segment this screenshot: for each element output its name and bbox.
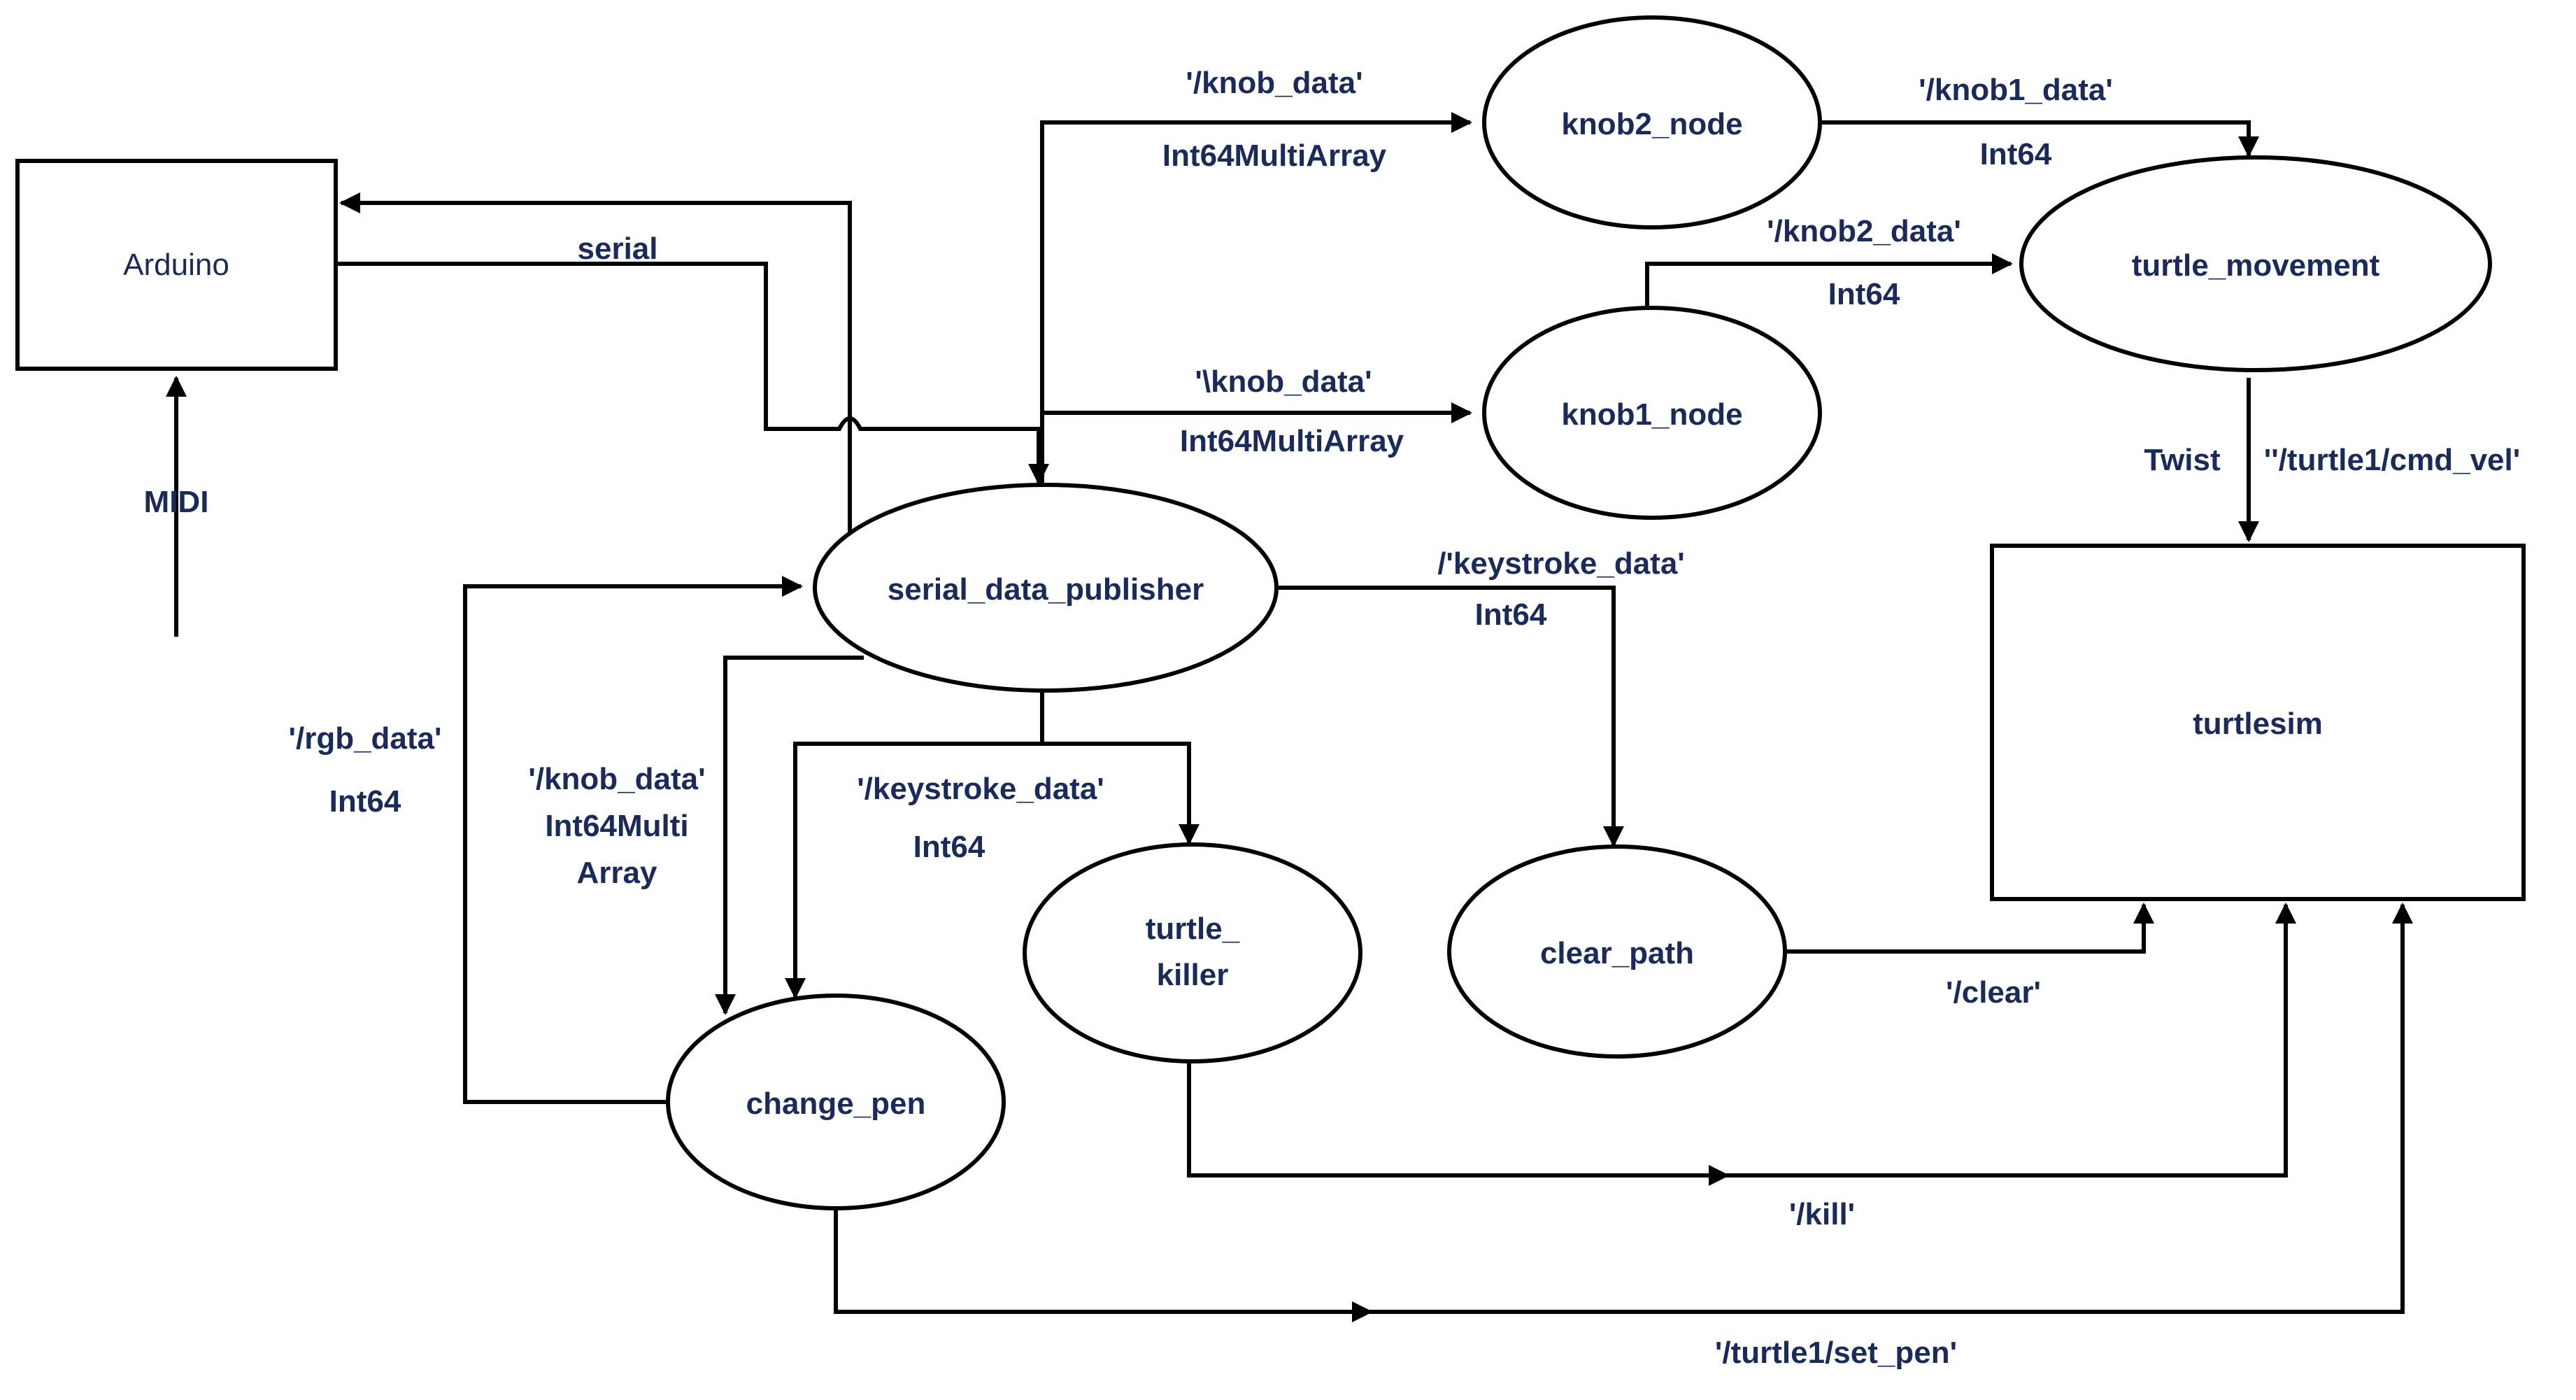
knob-data-mid-type-label: Int64MultiArray (1180, 424, 1404, 458)
edge-change-pen-to-turtlesim (834, 903, 2413, 1314)
knob-changepen-topic-label: '/knob_data' (528, 762, 705, 796)
edge-publisher-to-change-pen-keystroke (785, 693, 1044, 999)
keystroke-clear-type-label: Int64 (1475, 598, 1547, 632)
clear-topic-label: '/clear' (1946, 975, 2041, 1010)
turtle-killer-node (1023, 842, 1362, 1063)
knob2-node-label: knob2_node (1561, 107, 1742, 141)
serial-label: serial (578, 232, 658, 266)
twist-type-label: Twist (2144, 443, 2221, 477)
turtlesim-label: turtlesim (2193, 707, 2323, 741)
turtle-movement-label: turtle_movement (2132, 248, 2380, 283)
knob-data-mid-topic-label: '\knob_data' (1195, 365, 1372, 399)
turtle-killer-label-line1: turtle_ (1146, 912, 1240, 946)
knob2-data-topic-label: '/knob2_data' (1767, 214, 1961, 248)
edge-change-pen-to-publisher (463, 576, 803, 1104)
edge-publisher-to-turtle-killer (1042, 742, 1200, 845)
keystroke-killer-topic-label: '/keystroke_data' (857, 772, 1104, 806)
set-pen-topic-label: '/turtle1/set_pen' (1715, 1336, 1957, 1370)
turtlesim-box (1990, 544, 2526, 901)
change-pen-label: change_pen (746, 1087, 926, 1121)
edge-turtle-killer-to-turtlesim (1187, 903, 2296, 1178)
knob-changepen-type2-label: Array (577, 856, 657, 890)
knob1-node-label: knob1_node (1561, 397, 1742, 432)
knob1-data-type-label: Int64 (1980, 137, 2052, 171)
arduino-label: Arduino (123, 248, 229, 282)
rgb-topic-label: '/rgb_data' (289, 721, 442, 756)
serial-data-publisher-label: serial_data_publisher (888, 572, 1204, 607)
arduino-box (15, 159, 338, 371)
cmd-vel-topic-label: ''/turtle1/cmd_vel' (2264, 443, 2520, 477)
edge-knob2-to-turtle-movement (1815, 120, 2259, 157)
clear-path-label: clear_path (1540, 936, 1694, 970)
midi-label: MIDI (144, 485, 209, 519)
turtle-killer-label-line2: killer (1157, 958, 1229, 992)
clear-path-node (1447, 844, 1787, 1059)
rgb-type-label: Int64 (329, 784, 401, 819)
knob1-node (1482, 306, 1822, 520)
edge-knob1-to-turtle-movement (1645, 253, 2013, 308)
change-pen-node (666, 994, 1006, 1210)
knob-changepen-type1-label: Int64Multi (545, 809, 688, 843)
edge-publisher-to-clear-path (1276, 586, 1624, 847)
knob1-data-topic-label: '/knob1_data' (1919, 73, 2113, 107)
turtle-movement-node (2019, 155, 2492, 372)
serial-data-publisher-node (813, 483, 1279, 693)
kill-topic-label: '/kill' (1789, 1197, 1855, 1231)
edge-publisher-to-knob2 (1040, 112, 1472, 483)
edge-clear-path-to-turtlesim (1782, 903, 2154, 954)
knob2-node (1482, 15, 1822, 229)
edge-publisher-to-arduino (339, 192, 852, 532)
knob2-data-type-label: Int64 (1828, 277, 1900, 311)
keystroke-killer-type-label: Int64 (913, 830, 985, 864)
keystroke-clear-topic-label: /'keystroke_data' (1437, 546, 1685, 581)
knob-data-top-topic-label: '/knob_data' (1186, 66, 1362, 100)
knob-data-top-type-label: Int64MultiArray (1162, 139, 1387, 173)
edge-arduino-to-publisher (336, 262, 1049, 485)
edge-publisher-to-change-pen-knob (715, 656, 864, 1015)
